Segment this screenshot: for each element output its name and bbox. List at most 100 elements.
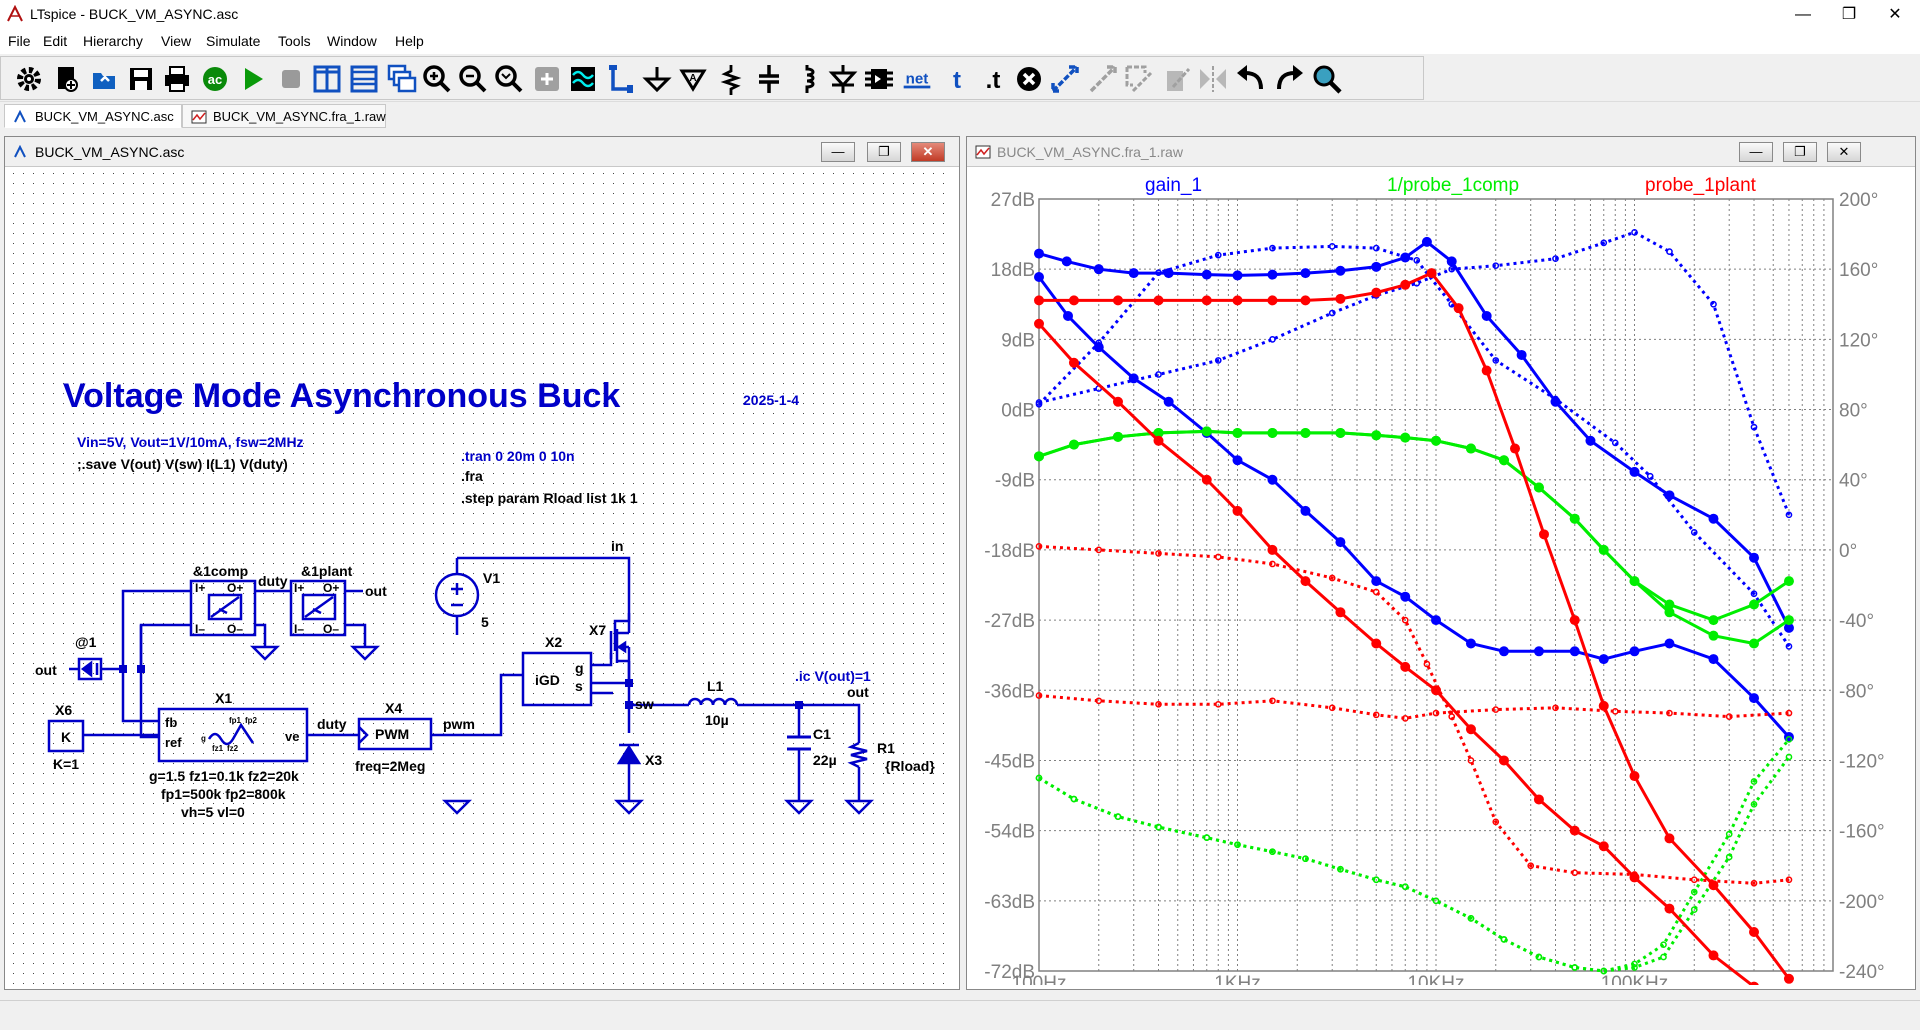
magnitude-point [1708,513,1719,524]
duplicate-icon[interactable] [1123,63,1155,95]
svg-text:O–: O– [323,622,339,636]
magnitude-point [1163,268,1174,279]
schematic-window: BUCK_VM_ASYNC.asc — ❐ ✕ Voltage Mode Asy… [4,136,960,990]
svg-text:PWM: PWM [375,726,409,742]
phase-point [1492,818,1500,826]
zoom-in-icon[interactable] [421,63,453,95]
open-icon[interactable] [89,63,121,95]
pwm-block[interactable] [357,717,433,751]
plot-minimize-button[interactable]: — [1739,142,1773,162]
menu-help[interactable]: Help [395,33,424,49]
zoom-fit-icon[interactable] [493,63,525,95]
magnitude-point [1112,431,1123,442]
mosfet-x7[interactable] [609,613,631,683]
resistor-r1[interactable] [847,741,868,769]
gear-icon[interactable] [13,63,45,95]
phase-point [1269,848,1276,856]
ac-icon[interactable]: ac [199,63,231,95]
magnitude-line [1037,322,1755,985]
phase-point [1214,357,1222,364]
minimize-button[interactable]: — [1795,6,1811,23]
maximize-button[interactable]: ❐ [1841,6,1857,23]
tab-waveform[interactable]: BUCK_VM_ASYNC.fra_1.raw [182,104,386,128]
drag-icon[interactable] [1087,63,1119,95]
magnitude-point [1201,426,1212,437]
probe-comp-block[interactable] [189,579,257,637]
menu-edit[interactable]: Edit [43,33,68,49]
phase-point [1710,300,1717,308]
capacitor-c1[interactable] [787,735,811,751]
inductor-l1[interactable] [687,697,739,706]
delete-icon[interactable] [1013,63,1045,95]
probe-comp-label: &1comp [193,563,248,579]
menu-window[interactable]: Window [327,33,377,49]
run-icon[interactable] [237,63,269,95]
tab-schematic[interactable]: BUCK_VM_ASYNC.asc [4,104,182,128]
new-schematic-icon[interactable] [51,63,83,95]
phase-point [1600,967,1608,975]
spice-directive-icon[interactable]: .t [977,63,1009,95]
menu-hierarchy[interactable]: Hierarchy [83,33,143,49]
ground-icon[interactable] [641,63,673,95]
zoom-out-icon[interactable] [457,63,489,95]
mirror-icon[interactable] [1197,63,1229,95]
stop-icon[interactable] [275,63,307,95]
bode-plot[interactable]: 27dB18dB9dB0dB-9dB-18dB-27dB-36dB-45dB-5… [971,169,1911,985]
phase-line [1038,544,1790,885]
menu-simulate[interactable]: Simulate [206,33,261,49]
magnitude-point [1232,427,1243,438]
schematic-canvas[interactable]: Voltage Mode Asynchronous Buck 2025-1-4 … [13,173,953,985]
diode-icon[interactable] [827,63,859,95]
phase-point [1725,853,1733,861]
schematic-close-button[interactable]: ✕ [911,142,945,162]
inductor-icon[interactable] [791,63,823,95]
autorange-icon[interactable] [567,63,599,95]
print-icon[interactable] [161,63,193,95]
magnitude-point [1201,474,1212,485]
plot-close-button[interactable]: ✕ [1827,142,1861,162]
menu-file[interactable]: File [8,33,31,49]
window-titlebar: LTspice - BUCK_VM_ASYNC.asc — ❐ ✕ [0,0,1920,30]
capacitor-icon[interactable] [753,63,785,95]
menu-tools[interactable]: Tools [278,33,311,49]
undo-icon[interactable] [1235,63,1267,95]
component-icon[interactable] [863,63,895,95]
resistor-icon[interactable] [715,63,747,95]
y-tick-label-right: 80° [1839,401,1868,422]
zoom-to-fit-icon[interactable] [531,63,563,95]
save-icon[interactable] [125,63,157,95]
svg-text:I+: I+ [195,581,205,595]
svg-text:22µ: 22µ [813,752,837,768]
tile-horizontal-icon[interactable] [348,63,380,95]
plot-restore-button[interactable]: ❐ [1783,142,1817,162]
phase-point [1413,257,1421,264]
paste-icon[interactable] [1161,63,1193,95]
diode-x3[interactable] [616,743,642,765]
tile-vertical-icon[interactable] [311,63,343,95]
legend-entry: gain_1 [1145,175,1202,196]
magnitude-point [1068,295,1079,306]
gain-k-block[interactable] [47,719,85,753]
compensator-block[interactable] [157,707,309,763]
cascade-icon[interactable] [386,63,418,95]
magnitude-point [1533,794,1544,805]
voltage-source-v1[interactable] [434,572,480,618]
probe-plant-block[interactable] [289,579,347,637]
ac-injection-source[interactable] [69,657,123,681]
find-icon[interactable] [1311,63,1343,95]
wire-icon[interactable] [605,63,637,95]
label-icon[interactable]: A [677,63,709,95]
magnitude-point [1783,973,1794,984]
menu-view[interactable]: View [161,33,192,49]
schematic-minimize-button[interactable]: — [821,142,855,162]
phase-point [1269,697,1276,705]
move-icon[interactable] [1049,63,1081,95]
schematic-restore-button[interactable]: ❐ [867,142,901,162]
redo-icon[interactable] [1273,63,1305,95]
phase-point [1492,357,1500,364]
close-window-button[interactable]: ✕ [1888,6,1902,23]
net-label-icon[interactable]: net [901,63,933,95]
phase-point [1750,778,1758,785]
gate-driver-block[interactable] [521,651,593,707]
text-icon[interactable]: t [941,63,973,95]
